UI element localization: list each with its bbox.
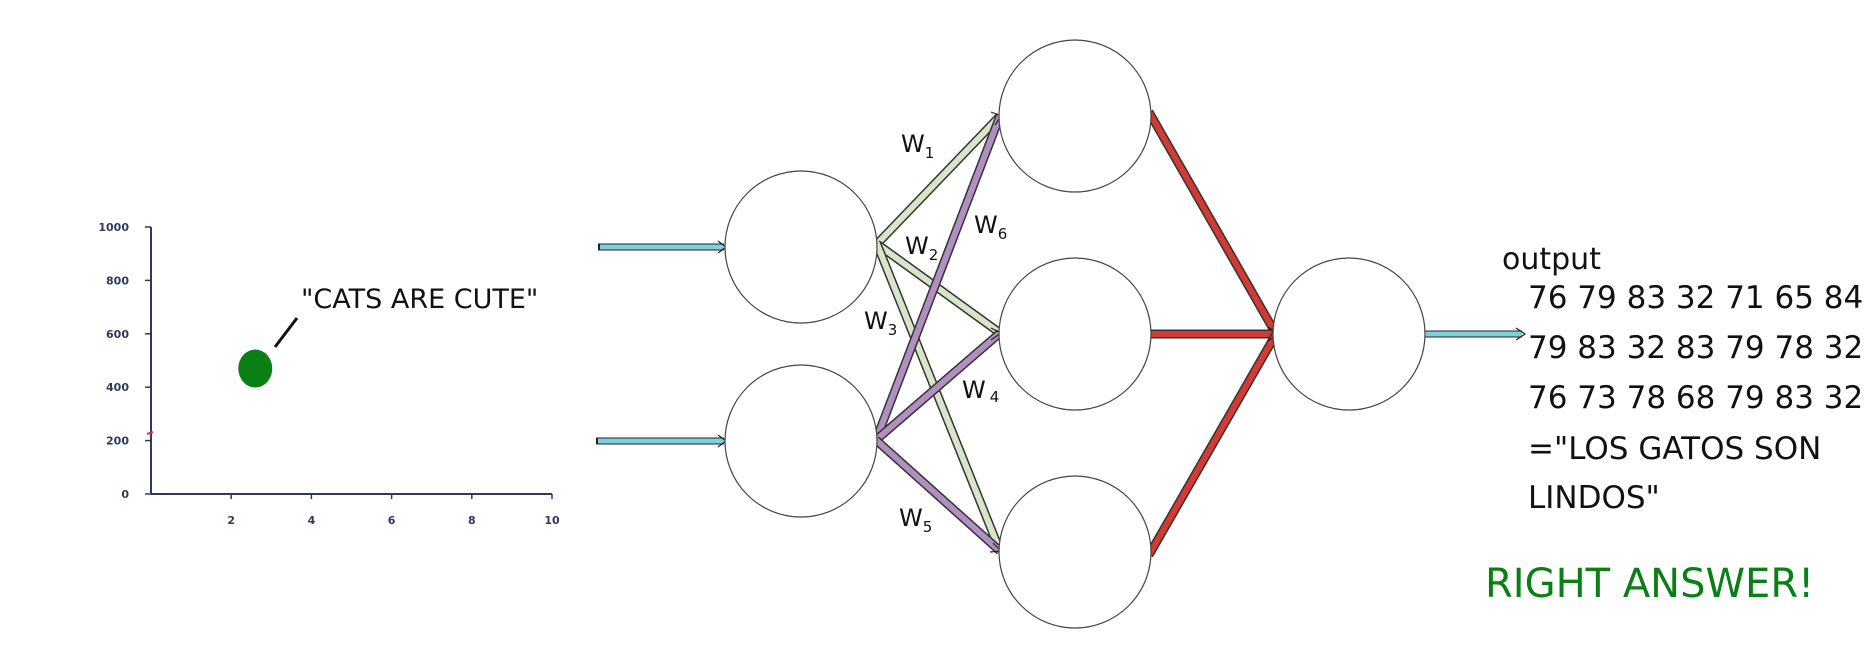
x-tick-label: 8	[468, 514, 476, 527]
output-line-1: 76 79 83 32 71 65 84	[1528, 280, 1863, 316]
data-points	[238, 349, 273, 388]
output-line-3: 76 73 78 68 79 83 32	[1528, 380, 1863, 416]
weight-label-1: W1	[901, 130, 934, 162]
y-axis-ticks: 0 200 400 600 800 1000	[98, 221, 151, 501]
input-node-1	[724, 170, 878, 324]
x-axis-ticks: 2 4 6 8 10	[227, 494, 560, 527]
weight-label-6: W6	[974, 211, 1007, 243]
edges-from-input-2	[871, 114, 1005, 555]
output-line-2: 79 83 32 83 79 78 32	[1528, 330, 1863, 366]
verdict-text: RIGHT ANSWER!	[1485, 561, 1814, 607]
output-line-5: LINDOS"	[1528, 480, 1660, 516]
y-tick-label: 800	[106, 274, 129, 287]
data-point	[238, 349, 273, 388]
y-tick-label: 400	[106, 381, 129, 394]
y-tick-label: 1000	[98, 221, 129, 234]
hidden-node-2	[998, 257, 1152, 411]
scatter-chart: 0 200 400 600 800 1000 2 4 6 8 10 "CATS ARE CUTE"	[98, 221, 560, 527]
output-title: output	[1502, 242, 1601, 277]
y-tick-label: 200	[106, 435, 129, 448]
point-annotation: "CATS ARE CUTE"	[301, 284, 538, 315]
input-node-2	[724, 364, 878, 518]
weight-label-2: W2	[905, 232, 938, 264]
x-tick-label: 2	[227, 514, 235, 527]
weight-label-5: W5	[899, 504, 932, 536]
x-tick-label: 4	[308, 514, 316, 527]
output-line-4: ="LOS GATOS SON	[1528, 431, 1821, 467]
stray-mark	[146, 431, 154, 435]
hidden-node-3	[998, 475, 1152, 629]
y-tick-label: 600	[106, 328, 129, 341]
x-tick-label: 6	[388, 514, 396, 527]
annotation-leader	[273, 317, 299, 348]
x-tick-label: 10	[544, 514, 560, 527]
output-panel: output 76 79 83 32 71 65 84 79 83 32 83 …	[1485, 242, 1863, 607]
y-tick-label: 0	[121, 488, 129, 501]
edges-to-output	[1145, 109, 1280, 558]
weight-label-3: W3	[864, 307, 897, 339]
output-node	[1272, 257, 1426, 411]
hidden-node-1	[998, 39, 1152, 193]
